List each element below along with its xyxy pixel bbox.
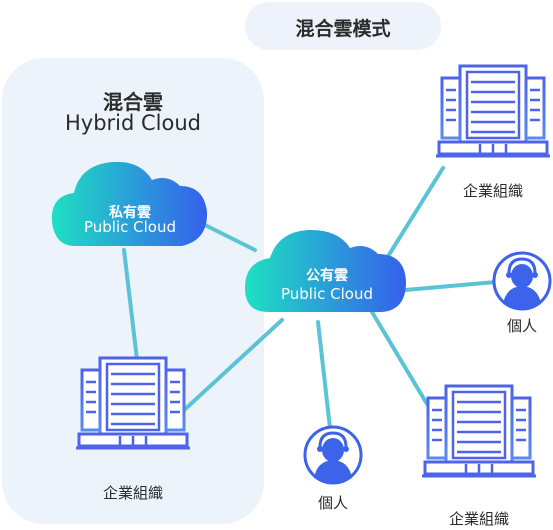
enterprise-top-label: 企業組織 [462,182,523,200]
hybrid-cloud-title-en: Hybrid Cloud [64,111,201,135]
enterprise-building-left-icon [74,356,192,450]
private-cloud [51,161,208,246]
private-cloud-label-zh: 私有雲 [109,205,151,221]
title-pill [245,2,441,50]
enterprise-building-top-icon [434,64,552,158]
hybrid-cloud-title-zh: 混合雲 [103,90,163,114]
enterprise-bottom-label: 企業組織 [448,510,509,528]
link-public-to-enterprise-left [180,318,284,414]
public-cloud-label-en: Public Cloud [280,285,373,303]
person-bottom-icon [303,425,363,485]
link-public-to-enterprise-bottom [370,310,429,406]
person-right-icon [492,251,552,311]
public-cloud [245,229,406,312]
link-public-to-person-right [403,280,498,292]
person-bottom-label: 個人 [317,494,348,512]
link-private-to-public [203,223,257,252]
person-right-label: 個人 [506,317,537,335]
link-private-to-enterprise-left [122,248,140,370]
page-title: 混合雲模式 [295,18,391,40]
enterprise-building-bottom-icon [420,384,538,478]
public-cloud-label-zh: 公有雲 [306,268,348,284]
link-public-to-person-bottom [316,320,332,430]
enterprise-left-label: 企業組織 [102,484,163,502]
private-cloud-label-en: Public Cloud [83,218,176,236]
link-public-to-enterprise-top [385,166,445,260]
